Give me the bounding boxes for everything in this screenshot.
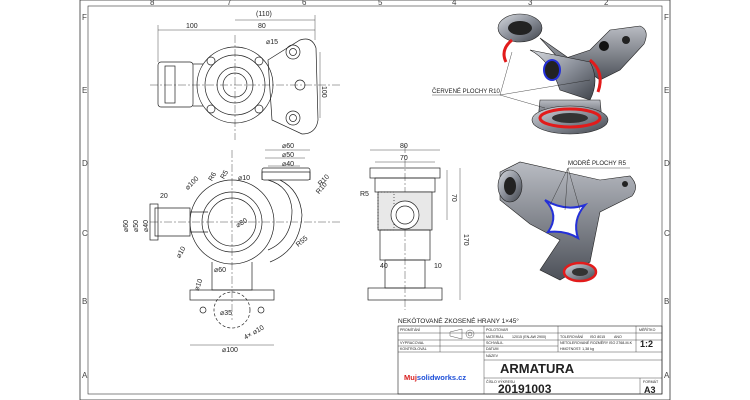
dim-d10-side: ⌀10: [175, 245, 187, 259]
tb-general-tolerance: NETOLEROVANÉ ROZMĚRY ISO 2768-M-K: [560, 340, 633, 345]
dim-r5-side: R5: [360, 191, 369, 198]
zone-row-b-left: B: [82, 297, 87, 306]
logo-text: Mujsolidworks.cz: [404, 373, 466, 382]
projection-symbol: [449, 328, 475, 340]
zone-row-d-right: D: [664, 159, 670, 168]
dim-d60-bottom: ⌀60: [214, 267, 226, 274]
tb-part-name: ARMATURA: [500, 361, 575, 376]
zone-col-7: 7: [227, 0, 232, 7]
tb-blank-label: POLOTOVAR: [486, 328, 508, 332]
tb-material-value: 12015 (EN-AW 2900): [512, 335, 546, 339]
zone-row-a-left: A: [82, 371, 88, 380]
logo-text-blue: solidworks.cz: [417, 373, 466, 382]
dim-d40-top: ⌀40: [282, 161, 294, 168]
dim-d100-circle: ⌀100: [184, 175, 200, 191]
tb-drawing-number: 20191003: [498, 382, 552, 396]
dim-d60-side: ⌀60: [123, 220, 130, 232]
dim-d50-side: ⌀50: [133, 220, 140, 232]
side-section-view: [367, 145, 461, 310]
dim-170: 170: [462, 234, 469, 246]
dim-r5-front: R5: [220, 169, 231, 180]
dim-80-top: 80: [258, 23, 266, 30]
logo-text-red: Muj: [404, 373, 417, 382]
dim-d100-bottom: ⌀100: [222, 347, 238, 354]
red-surfaces-note: ČERVENÉ PLOCHY R10: [432, 88, 500, 95]
dim-70-side: 70: [400, 155, 408, 162]
tb-approved-label: SCHVÁLIL: [486, 341, 503, 345]
zone-col-3: 3: [528, 0, 533, 7]
front-section-view: [149, 149, 340, 346]
dim-d10-bottom: ⌀10: [194, 278, 205, 292]
dim-d35: ⌀35: [220, 310, 232, 317]
blue-note-leader: [549, 167, 630, 211]
zone-row-e-right: E: [664, 86, 669, 95]
tb-drawn-by-label: VYPRACOVAL: [400, 341, 424, 345]
tb-drawing-number-label: ČÍSLO VÝKRESU: [486, 379, 515, 384]
dim-80-side: 80: [400, 143, 408, 150]
iso-view-top: [497, 13, 647, 135]
tb-tolerancing-yes: ANO: [614, 335, 622, 339]
zone-col-6: 6: [302, 0, 307, 7]
zone-row-a-right: A: [664, 371, 670, 380]
sheet-border: [79, 0, 671, 400]
dim-100-vertical: 100: [320, 86, 327, 98]
tb-format-label: FORMÁT: [643, 380, 659, 384]
zone-row-c-right: C: [664, 229, 670, 238]
dim-20: 20: [160, 193, 168, 200]
zone-row-b-right: B: [664, 297, 669, 306]
zone-labels: F E D C B A F E D C B A 8 7 6 5 4 3 2: [82, 0, 670, 380]
dim-10-side: 10: [434, 263, 442, 270]
blue-surfaces-note: MODRÉ PLOCHY R5: [568, 160, 627, 167]
zone-row-d-left: D: [82, 159, 88, 168]
zone-row-c-left: C: [82, 229, 88, 238]
zone-row-e-left: E: [82, 86, 87, 95]
title-block: [397, 325, 663, 395]
dim-d40-side: ⌀40: [143, 220, 150, 232]
tb-scale-value: 1:2: [640, 339, 653, 349]
chamfer-note: NEKÓTOVANÉ ZKOSENÉ HRANY 1×45°: [398, 316, 519, 325]
tb-mass: HMOTNOST: 1,38 kg: [560, 347, 594, 351]
dim-d10-top: ⌀10: [238, 175, 250, 182]
red-note-leader: [432, 51, 591, 109]
zone-row-f-right: F: [664, 13, 669, 22]
dim-110: (110): [256, 11, 272, 18]
zone-row-f-left: F: [82, 13, 87, 22]
zone-col-2: 2: [604, 0, 609, 7]
top-view: [150, 15, 340, 140]
zone-col-8: 8: [150, 0, 155, 7]
tb-date-label: DATUM: [486, 347, 499, 351]
tb-material-label: MATERIÁL: [486, 335, 504, 339]
dim-100-top: 100: [186, 23, 198, 30]
tb-projection-label: PROMÍTÁNÍ: [400, 328, 420, 332]
dim-4x-d10: 4× ⌀10: [243, 324, 266, 341]
sheet-inner-border: [87, 5, 663, 395]
tb-name-label: NÁZEV: [486, 354, 499, 358]
tb-scale-label: MĚŘÍTKO: [639, 327, 656, 332]
tb-format-value: A3: [644, 385, 656, 395]
dim-d15: ⌀15: [266, 39, 278, 46]
dim-40-side: 40: [380, 263, 388, 270]
zone-col-5: 5: [378, 0, 383, 7]
dim-r10-side: R10: [317, 174, 331, 188]
tb-checked-label: KONTROLOVAL: [400, 347, 427, 351]
dim-d50-top: ⌀50: [282, 152, 294, 159]
dim-r6: R6: [208, 171, 219, 182]
dim-d80: ⌀80: [235, 217, 249, 229]
iso-view-section: [497, 161, 636, 283]
dim-d60-top: ⌀60: [282, 143, 294, 150]
zone-col-4: 4: [452, 0, 457, 7]
tb-tolerancing-label: TOLEROVÁNÍ: [560, 335, 583, 339]
dim-70-vertical: 70: [450, 194, 457, 202]
tb-tolerancing-value: ISO 8015: [590, 335, 605, 339]
